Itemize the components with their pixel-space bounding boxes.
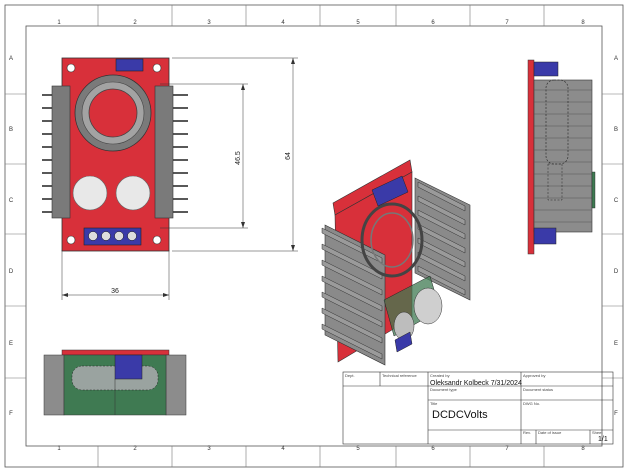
zone-col-6-bottom: 6 bbox=[431, 446, 435, 452]
technical-reference-label: Technical reference bbox=[382, 373, 417, 378]
zone-col-1-bottom: 1 bbox=[57, 446, 61, 452]
zone-row-b-right: B bbox=[614, 127, 618, 133]
created-by-value: Oleksandr Kolbeck 7/31/2024 bbox=[430, 380, 522, 387]
zone-col-8-bottom: 8 bbox=[581, 446, 585, 452]
dwg-no-label: DWG No. bbox=[523, 401, 540, 406]
drawing-title: DCDCVolts bbox=[432, 409, 488, 421]
zone-row-f-left: F bbox=[9, 411, 13, 417]
zone-col-6-top: 6 bbox=[431, 20, 435, 26]
bottom-view bbox=[43, 349, 187, 416]
document-status-label: Document status bbox=[523, 387, 553, 392]
approved-by-label: Approved by bbox=[523, 373, 545, 378]
zone-row-b-left: B bbox=[9, 127, 13, 133]
side-view bbox=[527, 59, 596, 255]
top-view: 46.5 64 36 bbox=[42, 57, 298, 300]
heatsink-right bbox=[154, 85, 174, 219]
mount-hole bbox=[66, 63, 76, 73]
capacitor-right bbox=[115, 175, 151, 211]
zone-col-2-top: 2 bbox=[133, 20, 137, 26]
bottom-heatsink-right bbox=[165, 354, 187, 416]
heatsink-left bbox=[51, 85, 71, 219]
terminal-screw bbox=[114, 231, 124, 241]
dimension-arrows bbox=[62, 58, 295, 297]
zone-col-5-top: 5 bbox=[356, 20, 360, 26]
side-capacitor-hidden bbox=[547, 163, 563, 201]
zone-col-5-bottom: 5 bbox=[356, 446, 360, 452]
zone-col-2-bottom: 2 bbox=[133, 446, 137, 452]
bottom-pcb bbox=[61, 349, 170, 356]
zone-col-8-top: 8 bbox=[581, 20, 585, 26]
zone-col-1-top: 1 bbox=[57, 20, 61, 26]
zone-row-e-right: E bbox=[614, 341, 618, 347]
terminal-screw bbox=[127, 231, 137, 241]
zone-col-7-top: 7 bbox=[505, 20, 509, 26]
side-fins bbox=[534, 89, 592, 223]
side-green-part bbox=[591, 171, 596, 209]
mount-hole bbox=[152, 235, 162, 245]
top-connector bbox=[115, 58, 144, 72]
zone-row-c-right: C bbox=[614, 198, 619, 204]
toroid-core bbox=[88, 88, 138, 138]
zone-row-a-left: A bbox=[9, 56, 13, 62]
iso-toroid bbox=[360, 202, 424, 278]
iso-toroid-inner bbox=[370, 212, 414, 268]
date-of-issue-label: Date of issue bbox=[538, 430, 562, 435]
created-by-label: Created by bbox=[430, 373, 450, 378]
capacitor-left bbox=[72, 175, 108, 211]
bottom-heatsink-left bbox=[43, 354, 65, 416]
side-top-connector bbox=[533, 61, 559, 77]
dimension-46-5: 46.5 bbox=[235, 151, 242, 165]
zone-row-f-right: F bbox=[614, 411, 618, 417]
dimension-lines bbox=[61, 57, 298, 300]
dimension-36: 36 bbox=[111, 288, 119, 295]
terminal-block bbox=[83, 227, 142, 246]
sheet-label: Sheet bbox=[592, 430, 603, 435]
side-pcb bbox=[527, 59, 535, 255]
zone-row-c-left: C bbox=[9, 198, 14, 204]
terminal-screw bbox=[88, 231, 98, 241]
sheet-value: 1/1 bbox=[598, 436, 608, 443]
bottom-connector bbox=[114, 354, 143, 380]
zone-col-4-bottom: 4 bbox=[281, 446, 285, 452]
zone-markers bbox=[5, 5, 623, 467]
dimension-64: 64 bbox=[285, 152, 292, 160]
side-terminal-block bbox=[533, 227, 557, 245]
iso-terminal-block bbox=[394, 331, 413, 353]
zone-row-e-left: E bbox=[9, 341, 13, 347]
outer-border bbox=[4, 4, 624, 468]
zone-col-3-top: 3 bbox=[207, 20, 211, 26]
isometric-view bbox=[321, 159, 471, 366]
zone-row-a-right: A bbox=[614, 56, 618, 62]
zone-labels: 1 2 3 4 5 6 7 8 1 2 3 4 5 6 7 8 A B C D … bbox=[9, 20, 619, 452]
zone-row-d-left: D bbox=[9, 269, 14, 275]
inner-border bbox=[25, 25, 603, 447]
document-type-label: Document type bbox=[430, 387, 458, 392]
terminal-screw bbox=[101, 231, 111, 241]
mount-hole bbox=[152, 63, 162, 73]
mount-hole bbox=[66, 235, 76, 245]
zone-col-3-bottom: 3 bbox=[207, 446, 211, 452]
zone-col-4-top: 4 bbox=[281, 20, 285, 26]
zone-col-7-bottom: 7 bbox=[505, 446, 509, 452]
side-heatsink bbox=[533, 79, 593, 233]
iso-capacitor bbox=[413, 287, 443, 325]
iso-fins-right bbox=[417, 181, 466, 296]
title-block bbox=[342, 371, 614, 445]
iso-top-connector bbox=[371, 175, 409, 207]
dept-label: Dept. bbox=[345, 373, 355, 378]
zone-row-d-right: D bbox=[614, 269, 619, 275]
iso-fins-left bbox=[321, 227, 383, 360]
title-label: Title bbox=[430, 401, 438, 406]
rev-label: Rev. bbox=[523, 430, 531, 435]
